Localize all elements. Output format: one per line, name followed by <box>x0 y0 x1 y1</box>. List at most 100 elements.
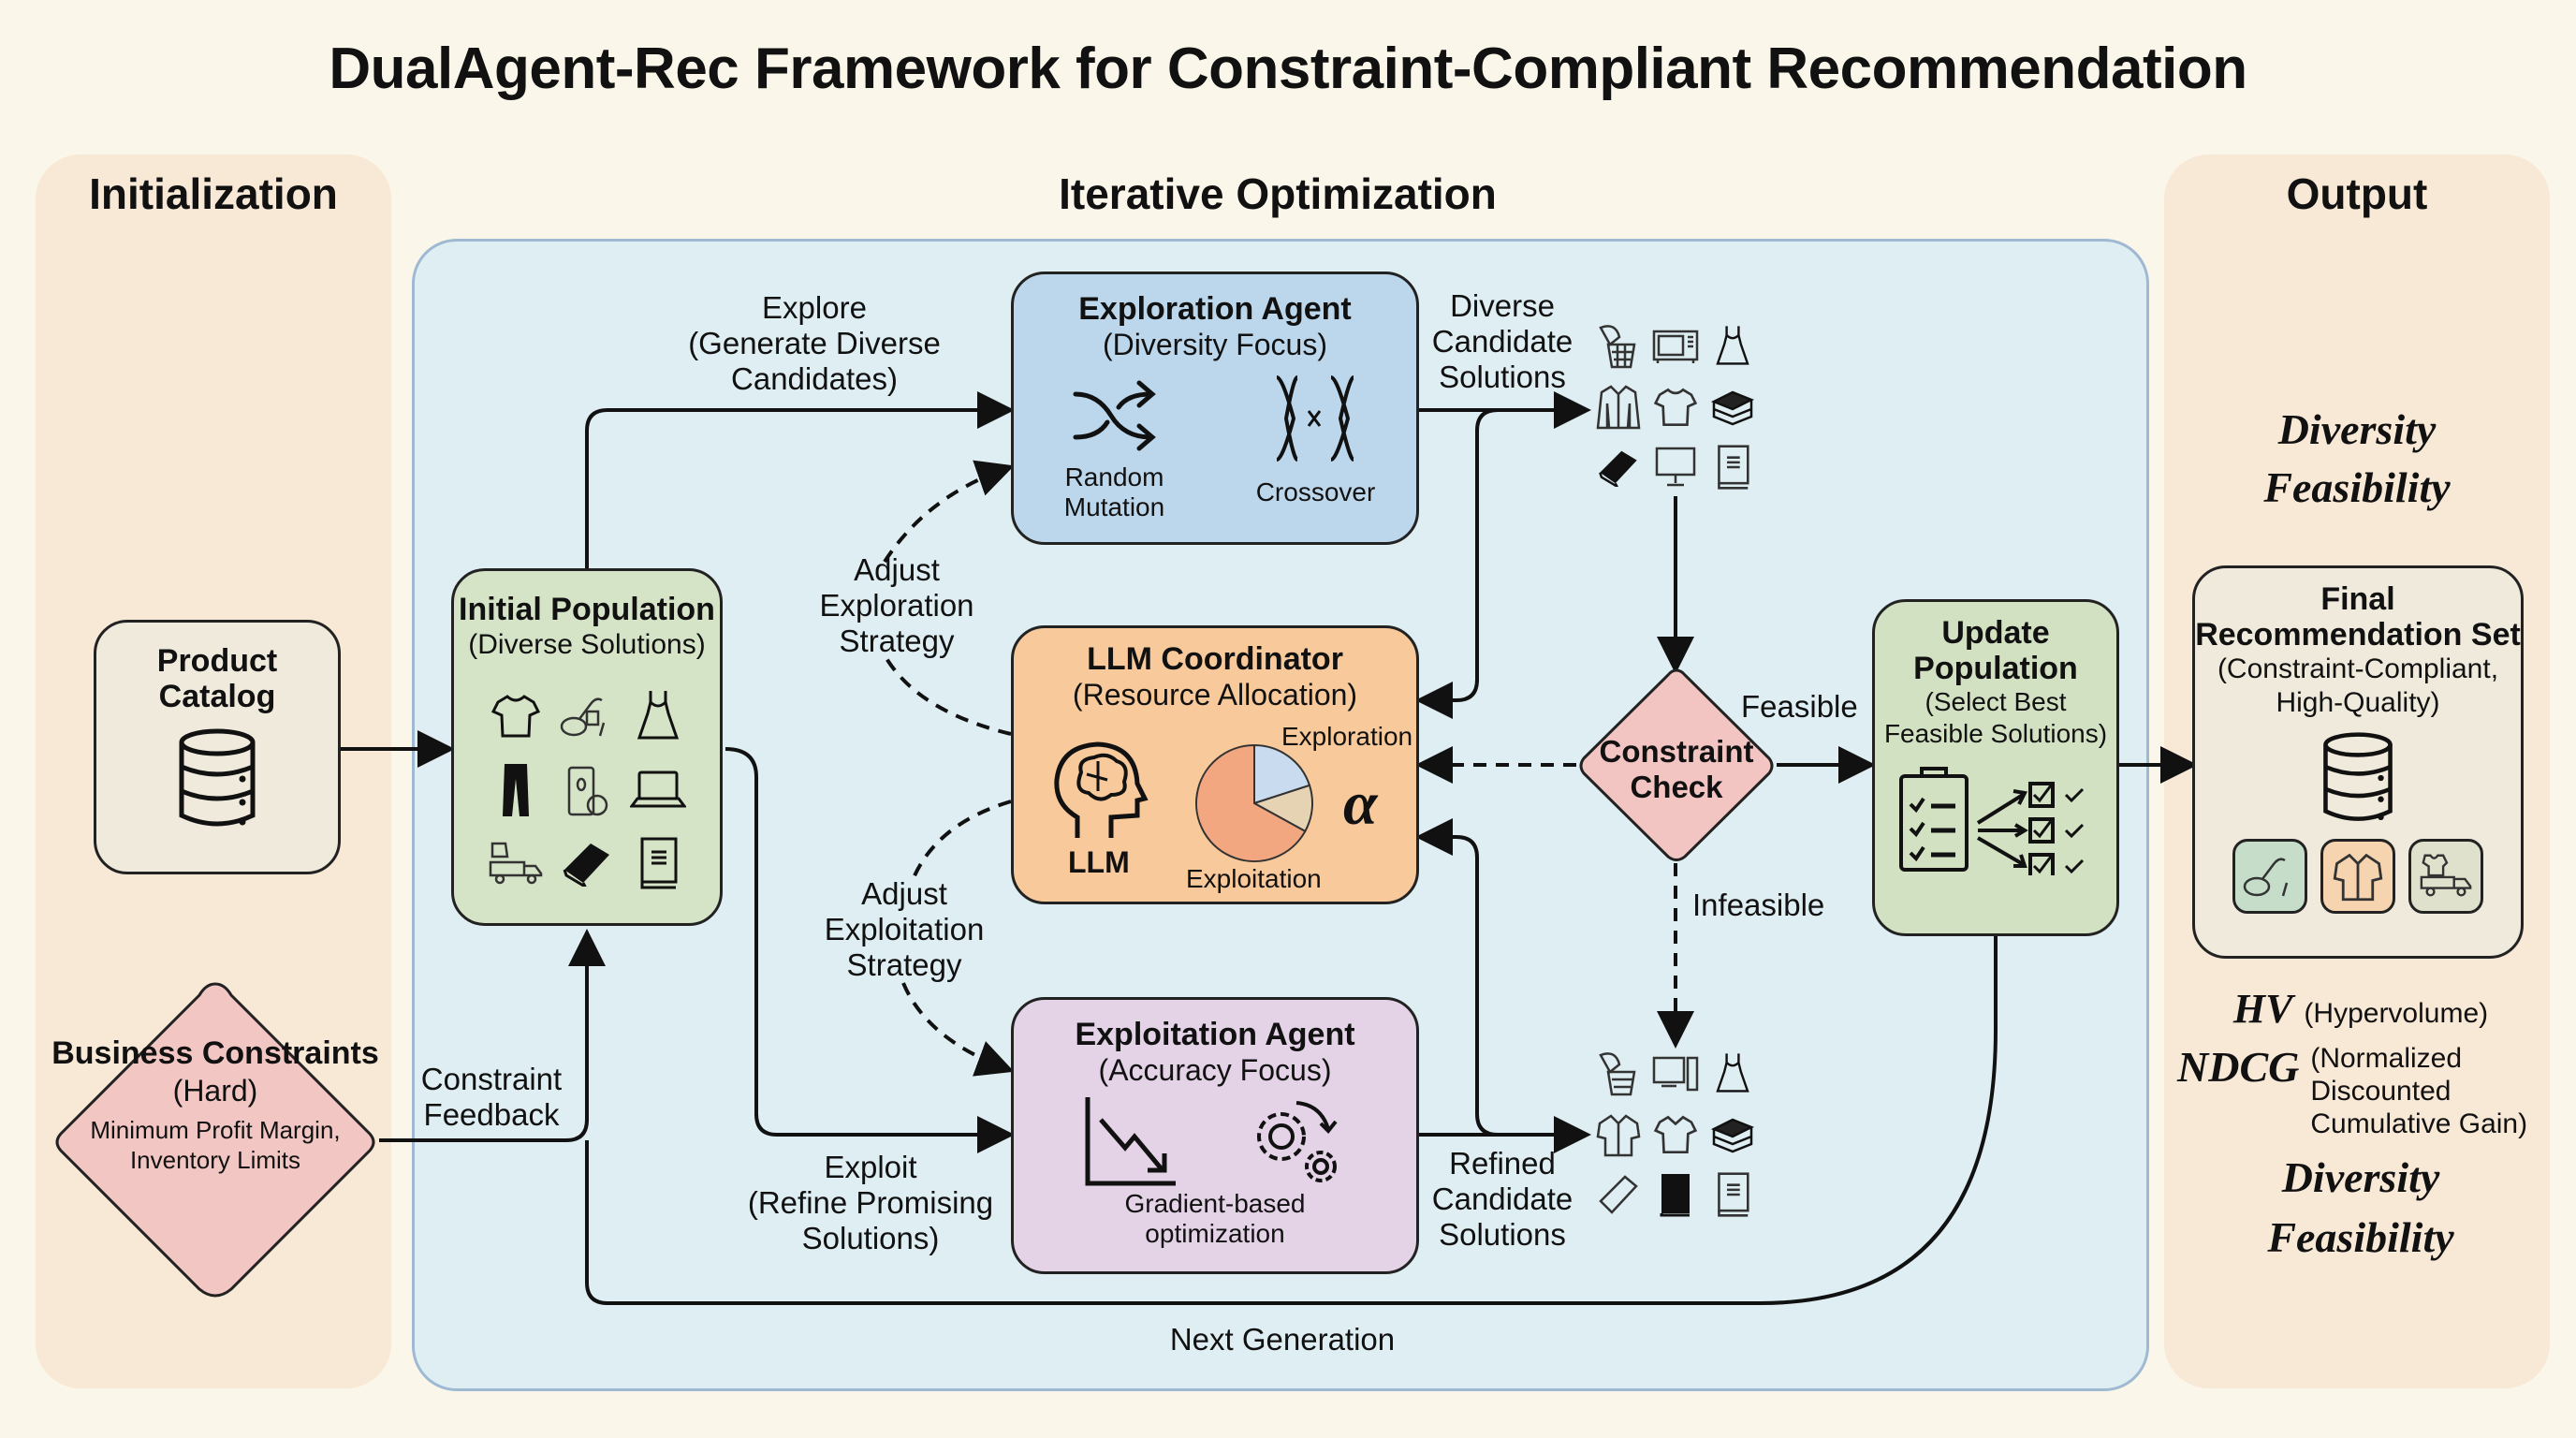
product-catalog-box[interactable]: Product Catalog <box>94 620 341 874</box>
books-stack-icon <box>1705 385 1762 430</box>
diverse-candidates-label: Diverse Candidate Solutions <box>1423 288 1582 395</box>
final-set-title-1: Final <box>2320 581 2395 617</box>
initial-population-title: Initial Population <box>459 592 715 627</box>
pie-label-exploitation: Exploitation <box>1186 864 1322 893</box>
chromosome-icon <box>1275 375 1354 462</box>
laptop-icon <box>622 762 694 818</box>
diagram-title: DualAgent-Rec Framework for Constraint-C… <box>329 37 2247 101</box>
business-constraints-diamond[interactable] <box>51 978 379 1306</box>
adjust-exploitation-label-3: Strategy <box>846 947 962 982</box>
initial-population-subtitle: (Diverse Solutions) <box>468 629 706 660</box>
book-dark-icon <box>551 837 622 889</box>
selection-checklist-icon <box>1899 767 2085 879</box>
gears-icon <box>1256 1101 1338 1182</box>
exploit-edge-label: Exploit (Refine Promising Solutions) <box>730 1150 1011 1256</box>
random-mutation-label-2: Mutation <box>1063 492 1165 521</box>
database-icon <box>179 728 256 827</box>
adjust-exploration-label-3: Strategy <box>839 624 955 658</box>
diverse-candidates-label-1: Diverse <box>1450 288 1555 323</box>
initial-population-box[interactable]: Initial Population (Diverse Solutions) <box>451 568 723 926</box>
adjust-exploration-label-2: Exploration <box>819 588 974 623</box>
metric-feasibility-bottom: Feasibility <box>2267 1213 2454 1261</box>
pie-slice-exploration <box>1253 743 1311 805</box>
refined-candidates-label: Refined Candidate Solutions <box>1423 1146 1582 1253</box>
business-constraints-detail-1: Minimum Profit Margin, <box>90 1116 341 1144</box>
exploitation-agent-subtitle: (Accuracy Focus) <box>1098 1053 1332 1087</box>
business-constraints-detail-2: Inventory Limits <box>129 1146 301 1174</box>
basket-icon <box>1589 1050 1647 1097</box>
initialization-lane-title: Initialization <box>89 169 338 218</box>
allocation-pie-chart <box>1195 743 1313 862</box>
book-icon <box>622 837 694 889</box>
dress-icon <box>1705 323 1762 370</box>
alpha-symbol: α <box>1343 770 1378 838</box>
bag-icon <box>1589 1172 1647 1217</box>
blender-icon <box>551 762 622 818</box>
adjust-exploitation-label-2: Exploitation <box>824 912 985 946</box>
appliance-icon <box>551 689 622 743</box>
database-icon <box>2323 732 2393 821</box>
explore-label-2: (Generate Diverse <box>688 326 941 360</box>
book-icon <box>1705 445 1762 490</box>
feasible-label: Feasible <box>1741 689 1858 724</box>
exploitation-agent-box[interactable]: Exploitation Agent (Accuracy Focus) Grad… <box>1011 997 1419 1274</box>
output-lane-title: Output <box>2286 169 2428 218</box>
polo-icon <box>1647 1112 1704 1157</box>
pie-slice-exploitation <box>1195 743 1307 862</box>
metric-ndcg-desc-2: Discounted <box>2310 1076 2452 1107</box>
llm-coordinator-box[interactable]: LLM Coordinator (Resource Allocation) LL… <box>1011 625 1419 904</box>
metric-ndcg: NDCG <box>2177 1043 2300 1091</box>
basket-icon <box>1589 323 1647 370</box>
gradient-descent-chart-icon <box>1085 1097 1176 1186</box>
constraint-check-text: Constraint Check <box>1576 734 1777 805</box>
edge-diverse-to-coordinator <box>1415 408 1499 719</box>
constraint-check-diamond[interactable] <box>1576 667 1777 865</box>
metric-diversity-top: Diversity <box>2277 405 2437 453</box>
metric-ndcg-desc: (Normalized Discounted Cumulative Gain) <box>2310 1042 2527 1140</box>
shuffle-icon <box>1073 380 1156 451</box>
exploit-label-3: Solutions) <box>801 1221 940 1255</box>
book-icon <box>1705 1172 1762 1217</box>
final-recommendation-set-box[interactable]: Final Recommendation Set (Constraint-Com… <box>2192 565 2524 959</box>
edge-next-generation <box>585 936 1998 1305</box>
constraint-feedback-label-1: Constraint <box>420 1062 563 1096</box>
adjust-exploitation-label: Adjust Exploitation Strategy <box>811 876 998 983</box>
book-dark-icon <box>1589 445 1647 490</box>
business-constraints-text: Business Constraints (Hard) Minimum Prof… <box>51 1034 379 1175</box>
exploration-agent-title: Exploration Agent <box>1078 291 1352 327</box>
crossover-label: Crossover <box>1255 477 1376 506</box>
tshirt-icon <box>480 689 551 743</box>
metric-ndcg-desc-1: (Normalized <box>2310 1043 2463 1074</box>
edge-exploit <box>724 747 1015 1153</box>
exploit-label-2: (Refine Promising <box>747 1185 994 1220</box>
brain-head-icon <box>1054 741 1149 838</box>
diverse-candidates-icon-grid <box>1589 323 1762 490</box>
constraint-check-title-2: Check <box>1630 770 1723 804</box>
shirt-icon <box>2333 853 2383 902</box>
product-catalog-title: Product Catalog <box>156 643 278 714</box>
explore-label-3: Candidates) <box>731 361 898 396</box>
iterative-lane-title: Iterative Optimization <box>1059 169 1497 218</box>
random-mutation-method: Random Mutation <box>1031 374 1199 522</box>
final-tile-delivery <box>2408 839 2483 914</box>
business-constraints-title: Business Constraints <box>51 1035 379 1071</box>
pants-icon <box>480 762 551 818</box>
book-dark-icon <box>1647 1172 1704 1217</box>
diverse-candidates-label-2: Candidate <box>1431 324 1573 359</box>
delivery-truck-icon <box>2420 854 2472 897</box>
dress-icon <box>622 689 694 743</box>
llm-label: LLM <box>1068 845 1130 879</box>
exploitation-agent-title: Exploitation Agent <box>1075 1017 1355 1052</box>
jacket-icon <box>1589 385 1647 430</box>
explore-label-1: Explore <box>762 290 867 325</box>
crossover-method: Crossover <box>1232 374 1400 522</box>
update-population-box[interactable]: Update Population (Select Best Feasible … <box>1872 599 2119 936</box>
exploit-label-1: Exploit <box>824 1150 917 1184</box>
constraint-feedback-label-2: Feedback <box>423 1097 560 1132</box>
final-set-subtitle-2: High-Quality) <box>2276 687 2440 718</box>
exploration-agent-box[interactable]: Exploration Agent (Diversity Focus) Rand… <box>1011 271 1419 545</box>
final-tile-shirt <box>2320 839 2395 914</box>
edge-adjust-exploitation <box>901 800 1011 1069</box>
update-population-title-2: Population <box>1913 651 2078 686</box>
